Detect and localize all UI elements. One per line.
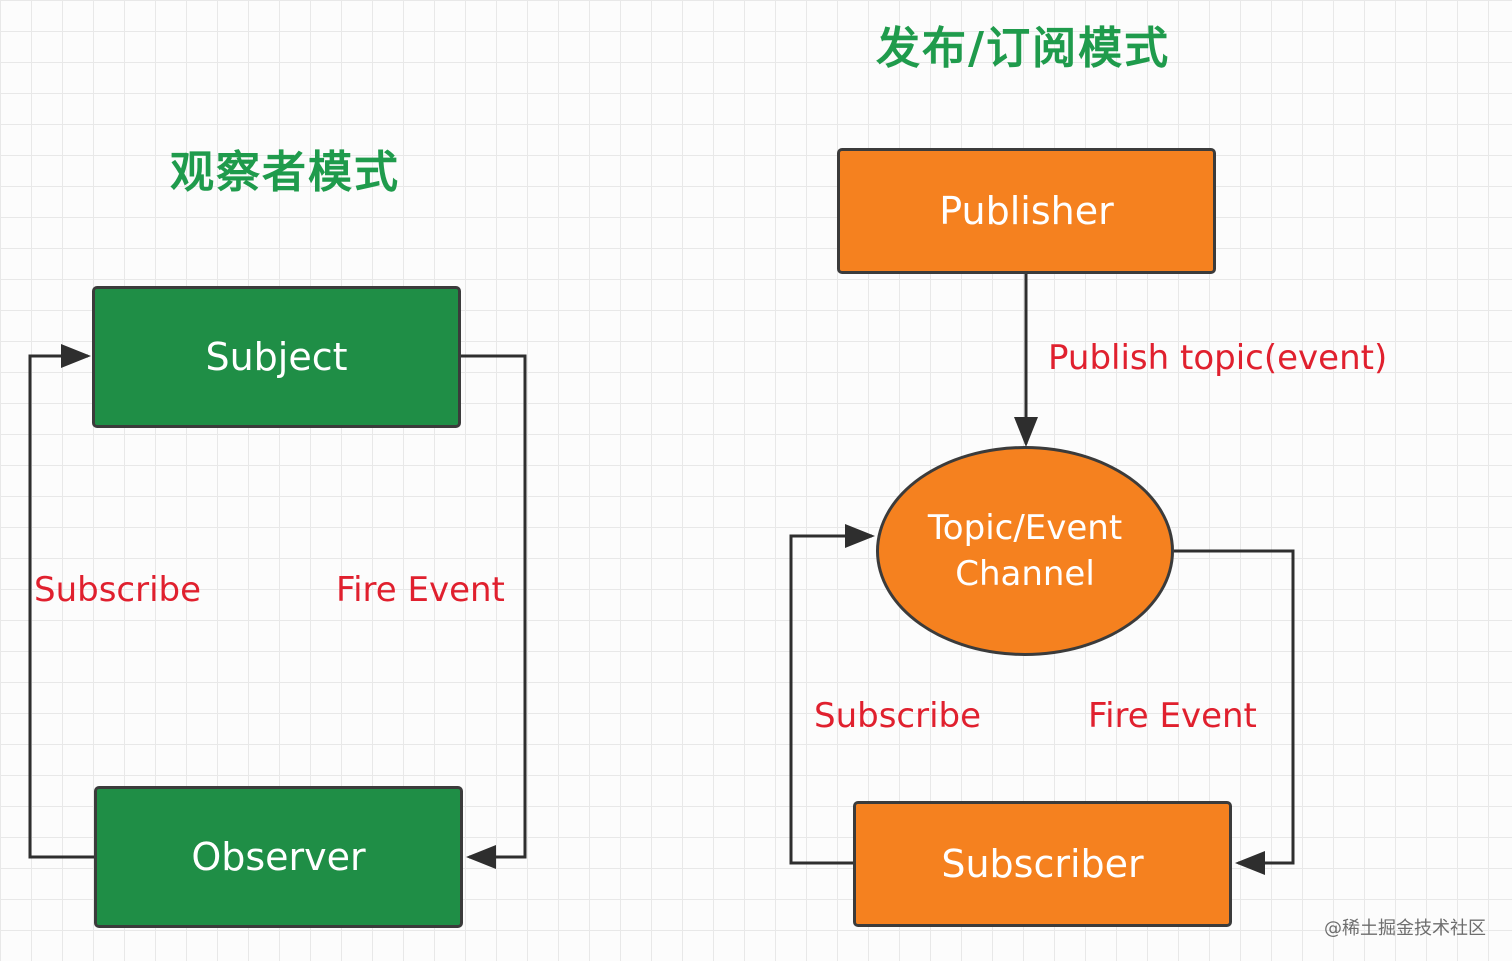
watermark-text: @稀土掘金技术社区 xyxy=(1324,918,1486,939)
subscribe-connector-right xyxy=(789,524,875,865)
subscribe-connector-left xyxy=(28,344,96,859)
observer-subscribe-label: Subscribe xyxy=(34,570,202,610)
pubsub-fire-event-label: Fire Event xyxy=(1088,696,1257,736)
publisher-node[interactable]: Publisher xyxy=(837,148,1216,274)
observer-pattern-title: 观察者模式 xyxy=(170,147,400,198)
topic-event-channel-node[interactable]: Topic/Event Channel xyxy=(876,446,1174,656)
observer-fire-event-label: Fire Event xyxy=(336,570,505,610)
publisher-node-label: Publisher xyxy=(939,189,1114,233)
fire-event-connector-right xyxy=(1174,549,1295,875)
publish-topic-label: Publish topic(event) xyxy=(1048,338,1388,378)
fire-event-connector-left xyxy=(461,354,527,869)
observer-node[interactable]: Observer xyxy=(94,786,463,928)
pubsub-subscribe-label: Subscribe xyxy=(814,696,982,736)
subscriber-node-label: Subscriber xyxy=(941,842,1144,886)
subject-node[interactable]: Subject xyxy=(92,286,461,428)
observer-node-label: Observer xyxy=(191,835,366,879)
channel-label-line1: Topic/Event xyxy=(927,508,1123,548)
subscriber-node[interactable]: Subscriber xyxy=(853,801,1232,927)
subject-node-label: Subject xyxy=(205,335,348,379)
pubsub-pattern-title: 发布/订阅模式 xyxy=(876,23,1171,74)
channel-label-line2: Channel xyxy=(955,554,1095,594)
